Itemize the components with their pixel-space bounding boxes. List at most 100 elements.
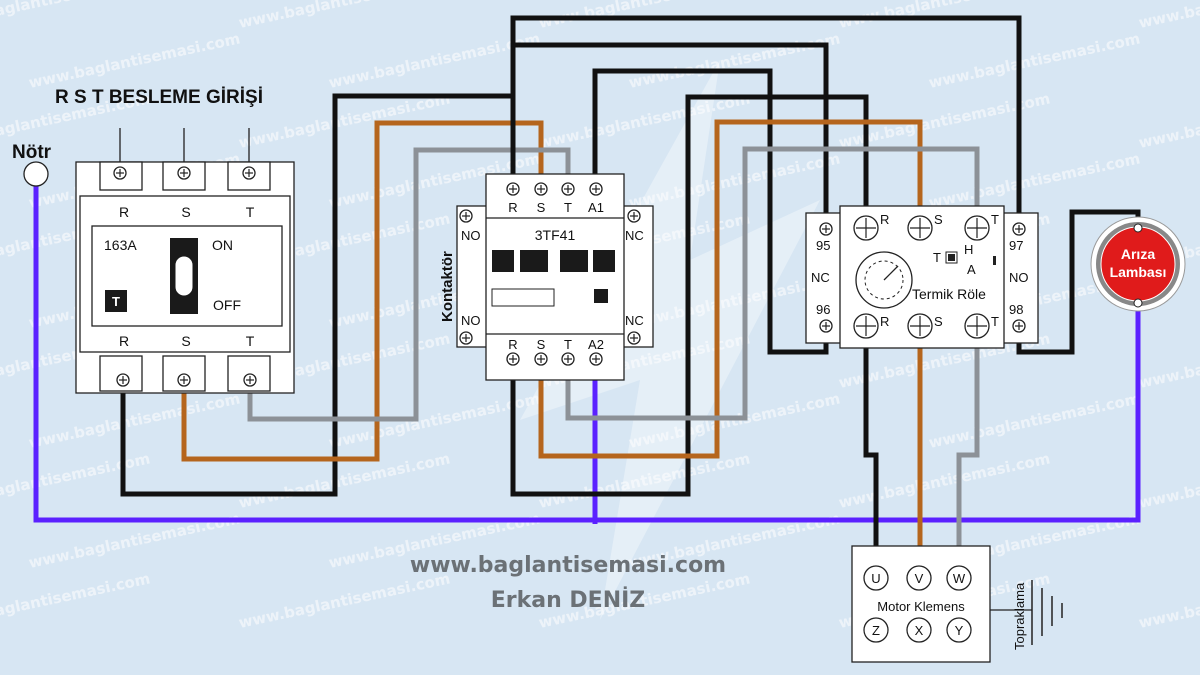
relay-name: Termik Röle [912, 286, 986, 302]
watermark-text: www.baglantisemasi.com [237, 569, 452, 631]
contactor: 3TF41 NO NO NC NC Kontaktör R S T A1 R S… [439, 173, 654, 381]
breaker-off-label: OFF [213, 297, 241, 313]
wire-relay-t-motor [956, 326, 980, 578]
watermark-text: www.baglantisemasi.com [0, 449, 152, 511]
motor-terminal-w: W [953, 571, 966, 586]
credit-url: www.baglantisemasi.com [410, 553, 726, 578]
breaker-test-label: T [112, 294, 120, 309]
neutral-wire [33, 182, 1141, 523]
watermark-text: www.baglantisemasi.com [927, 389, 1142, 451]
relay-nc: NC [811, 270, 830, 285]
terminal-screw [459, 331, 473, 345]
watermark-text: www.baglantisemasi.com [1137, 449, 1200, 511]
terminal-screw [1012, 319, 1026, 333]
relay-97: 97 [1009, 238, 1023, 253]
terminal-screw [113, 166, 127, 180]
relay-mode-h: H [964, 242, 973, 257]
breaker-on-label: ON [212, 237, 233, 253]
wire-relay-r-motor [863, 326, 879, 578]
terminal-screw [819, 222, 833, 236]
breaker-top-r: R [119, 204, 129, 220]
relay-98: 98 [1009, 302, 1023, 317]
contactor-bottom-s: S [537, 337, 546, 352]
neutral-terminal [23, 161, 49, 187]
terminal-screw [964, 215, 990, 241]
terminal-screw [589, 352, 603, 366]
wire-control-97 [510, 15, 1022, 226]
watermark-text: www.baglantisemasi.com [1137, 329, 1200, 391]
contactor-top-s: S [537, 200, 546, 215]
lamp-label-line1: Arıza [1121, 246, 1155, 262]
wire-control-95 [510, 42, 829, 226]
wire-contactor-t-out [565, 146, 980, 421]
relay-bottom-t: T [991, 314, 999, 329]
ground-symbol: Topraklama [990, 580, 1063, 650]
contactor-top-t: T [564, 200, 572, 215]
watermark-text: www.baglantisemasi.com [927, 29, 1142, 91]
watermark-text: www.baglantisemasi.com [1137, 569, 1200, 631]
terminal-screw [964, 313, 990, 339]
contactor-nc-bottom: NC [625, 313, 644, 328]
wire-breaker-s-out [181, 120, 544, 462]
terminal-screw [177, 373, 191, 387]
motor-terminal-x: X [915, 623, 924, 638]
supply-title: R S T BESLEME GİRİŞİ [55, 87, 263, 108]
relay-95: 95 [816, 238, 830, 253]
watermark-text: www.baglantisemasi.com [1137, 89, 1200, 151]
terminal-screw [242, 166, 256, 180]
motor-terminal-v: V [915, 571, 924, 586]
watermark-text: www.baglantisemasi.com [27, 389, 242, 451]
motor-terminal-y: Y [955, 623, 964, 638]
motor-terminal-z: Z [872, 623, 880, 638]
terminal-screw [506, 352, 520, 366]
breaker-top-t: T [246, 204, 255, 220]
contactor-nc-top: NC [625, 228, 644, 243]
watermark-text: www.baglantisemasi.com [0, 0, 152, 32]
breaker-rating: 163A [104, 237, 137, 253]
terminal-screw [627, 209, 641, 223]
credit-author: Erkan DENİZ [491, 587, 646, 613]
relay-top-t: T [991, 212, 999, 227]
contactor-no-bottom: NO [461, 313, 481, 328]
relay-bottom-s: S [934, 314, 943, 329]
terminal-screw [561, 182, 575, 196]
wire-breaker-t-out [247, 147, 571, 422]
relay-no: NO [1009, 270, 1029, 285]
terminal-screw [243, 373, 257, 387]
motor-terminal-u: U [871, 571, 880, 586]
motor-terminal-box: Motor Klemens U V W Z X Y [851, 545, 991, 663]
breaker-bottom-r: R [119, 333, 129, 349]
wire-98-lamp [1016, 209, 1141, 355]
breaker-test-button[interactable] [105, 290, 127, 312]
relay-top-r: R [880, 212, 889, 227]
terminal-screw [853, 313, 879, 339]
neutral-label: Nötr [12, 142, 52, 163]
wire-contactor-s-out [538, 119, 923, 459]
terminal-screws [113, 166, 1026, 387]
contactor-model: 3TF41 [535, 227, 576, 243]
fault-lamp: Arıza Lambası [1090, 216, 1186, 312]
relay-mode-a: A [967, 262, 976, 277]
ground-label: Topraklama [1012, 582, 1027, 650]
breaker-bottom-s: S [181, 333, 190, 349]
contactor-no-top: NO [461, 228, 481, 243]
wire-contactor-r-out [510, 94, 869, 497]
terminal-screw [506, 182, 520, 196]
contactor-top-a1: A1 [588, 200, 604, 215]
contactor-top-r: R [508, 200, 517, 215]
watermark-text: www.baglantisemasi.com [1137, 0, 1200, 32]
watermark-text: www.baglantisemasi.com [327, 29, 542, 91]
watermark-text: www.baglantisemasi.com [627, 29, 842, 91]
relay-top-s: S [934, 212, 943, 227]
watermark-text: www.baglantisemasi.com [0, 569, 152, 631]
lamp-label-line2: Lambası [1110, 264, 1167, 280]
relay-bottom-r: R [880, 314, 889, 329]
watermark-text: www.baglantisemasi.com [237, 0, 452, 32]
terminal-screw [177, 166, 191, 180]
lightning-watermark [520, 60, 820, 620]
contactor-bottom-a2: A2 [588, 337, 604, 352]
wire-a1-96 [592, 68, 829, 355]
terminal-screw [907, 215, 933, 241]
